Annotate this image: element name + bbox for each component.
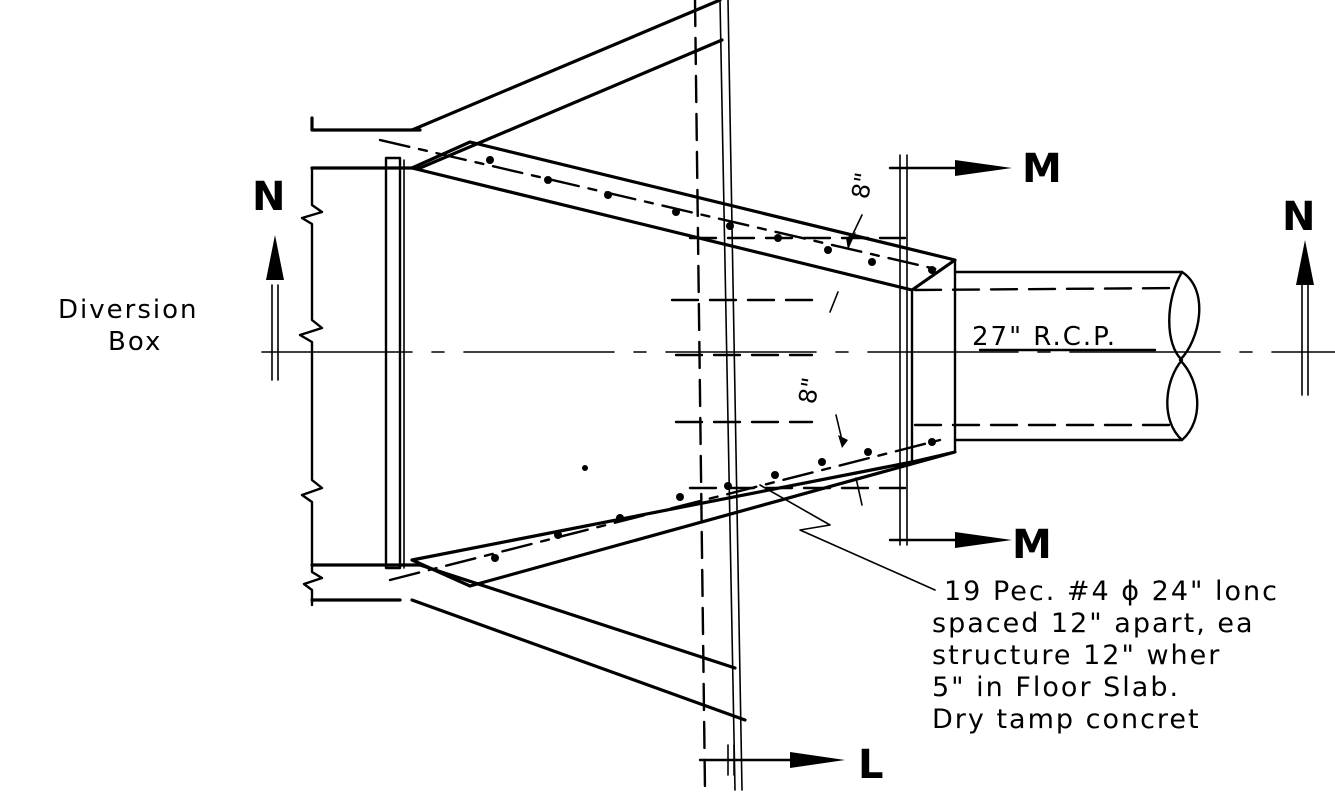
dim-top-label: 8" [846, 170, 878, 201]
section-line-m [888, 154, 1012, 548]
diversion-label-1: Diversion [58, 295, 198, 325]
dim-bottom-label: 8" [793, 375, 825, 406]
section-line-l [693, 0, 845, 792]
note-line-3: structure 12" wher [932, 640, 1221, 671]
centerline-n [261, 235, 1335, 396]
section-m-top: M [1022, 146, 1062, 192]
section-n-left: N [252, 174, 285, 220]
note-line-2: spaced 12" apart, ea [932, 608, 1255, 639]
diversion-box-walls [298, 116, 422, 607]
note-line-4: 5" in Floor Slab. [932, 672, 1180, 703]
pipe-label: 27" R.C.P. [972, 322, 1117, 352]
wing-walls [410, 0, 747, 722]
wall-plate [384, 156, 402, 570]
section-m-bottom: M [1012, 522, 1052, 568]
note-line-1: 19 Pec. #4 ɸ 24" lonc [944, 576, 1279, 607]
section-n-right: N [1282, 194, 1315, 240]
pipe-rcp [913, 270, 1201, 442]
diversion-label-2: Box [108, 327, 162, 357]
dimension-marks [829, 214, 863, 506]
note-line-5: Dry tamp concret [932, 704, 1201, 735]
hidden-lines [670, 236, 907, 490]
note-leader [759, 484, 936, 591]
section-l: L [858, 742, 884, 788]
transition-walls [378, 138, 957, 588]
